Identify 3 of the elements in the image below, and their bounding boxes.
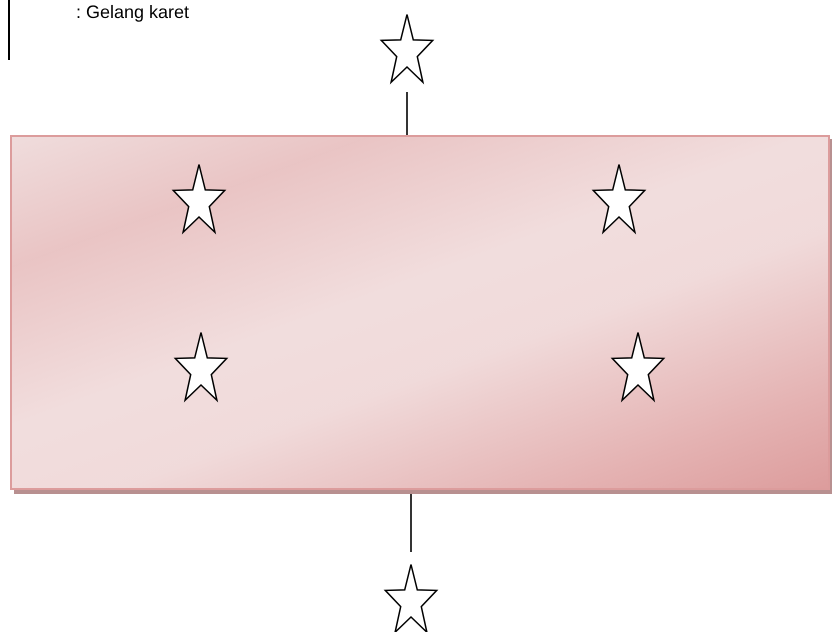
connector-line (410, 494, 412, 552)
star-shape (384, 562, 438, 632)
legend-text: : Gelang karet (76, 2, 190, 23)
